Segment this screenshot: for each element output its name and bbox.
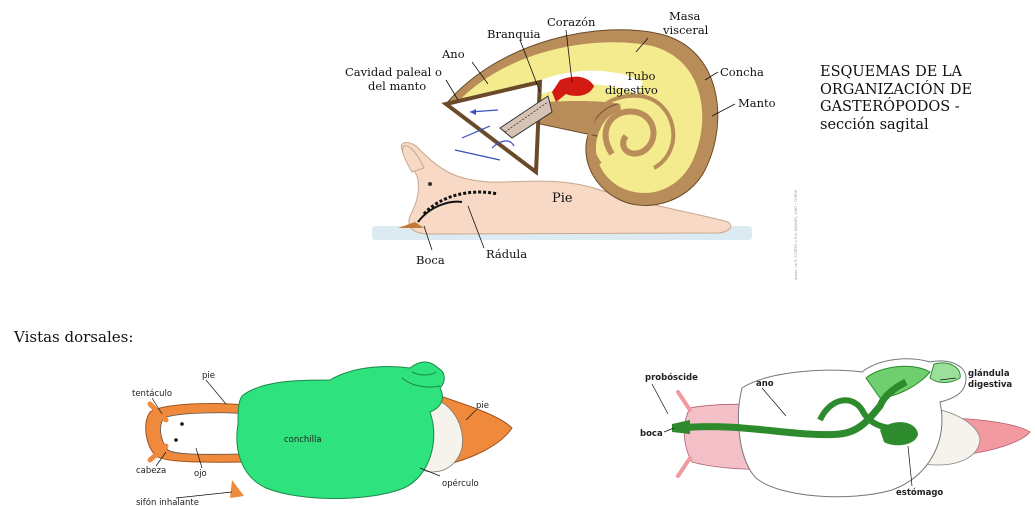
- label-concha: Concha: [720, 65, 764, 79]
- eye-left: [174, 438, 178, 442]
- label-pie-right: pie: [476, 401, 489, 411]
- label-cavidad-2: del manto: [368, 79, 426, 93]
- green-shell: [237, 362, 444, 499]
- tentacle-r1: [678, 392, 690, 410]
- label-masa-visceral-2: visceral: [662, 23, 709, 37]
- label-ano: Ano: [441, 47, 465, 61]
- label-radula: Rádula: [486, 247, 527, 261]
- eye-right: [180, 422, 184, 426]
- proboscis-tip: [672, 420, 690, 434]
- eye-dot: [428, 182, 432, 186]
- label-proboscide: probóscide: [645, 372, 698, 383]
- label-cabeza: cabeza: [136, 466, 166, 476]
- label-branquia: Branquia: [487, 27, 541, 41]
- title-line-4: sección sagital: [820, 117, 1030, 135]
- dorsal-view-left: tentáculo pie cabeza ojo conchilla pie o…: [132, 362, 512, 506]
- label-operculo: opérculo: [442, 478, 479, 489]
- label-tubo-2: digestivo: [605, 83, 658, 97]
- label-boca-right: boca: [640, 429, 663, 439]
- tentacle-r2: [678, 458, 690, 476]
- label-manto: Manto: [738, 96, 776, 110]
- vistas-dorsales-label: Vistas dorsales:: [14, 328, 133, 346]
- label-glandula-2: digestiva: [968, 380, 1012, 390]
- dorsal-view-right: probóscide ano glándula digestiva boca e…: [640, 359, 1030, 498]
- label-estomago: estómago: [896, 487, 943, 498]
- head-white: [161, 413, 245, 455]
- label-ano-right: ano: [756, 379, 774, 389]
- label-tubo-1: Tubo: [626, 69, 655, 83]
- label-pie: Pie: [552, 191, 573, 206]
- label-cavidad-1: Cavidad paleal o: [345, 65, 442, 79]
- label-pie-top: pie: [202, 371, 215, 381]
- siphon: [230, 480, 244, 498]
- label-glandula-1: glándula: [968, 369, 1010, 379]
- image-credit: Adapt. de R. CORTES y R.A. BARNES, 1987 …: [794, 189, 798, 280]
- label-ojo: ojo: [194, 469, 207, 479]
- diagram-title: ESQUEMAS DE LA ORGANIZACIÓN DE GASTERÓPO…: [820, 64, 1030, 134]
- label-conchilla: conchilla: [284, 435, 322, 445]
- label-sifon: sifón inhalante: [136, 497, 199, 506]
- sagittal-section: Masa visceral Corazón Branquia Ano Cavid…: [345, 9, 798, 280]
- label-corazon: Corazón: [547, 15, 596, 29]
- label-tentaculo: tentáculo: [132, 389, 172, 399]
- title-line-1: ESQUEMAS DE LA: [820, 64, 1030, 82]
- title-line-2: ORGANIZACIÓN DE: [820, 82, 1030, 100]
- label-masa-visceral-1: Masa: [669, 9, 701, 23]
- water-arrow-4: [455, 150, 500, 160]
- label-boca: Boca: [416, 253, 445, 267]
- title-line-3: GASTERÓPODOS -: [820, 99, 1030, 117]
